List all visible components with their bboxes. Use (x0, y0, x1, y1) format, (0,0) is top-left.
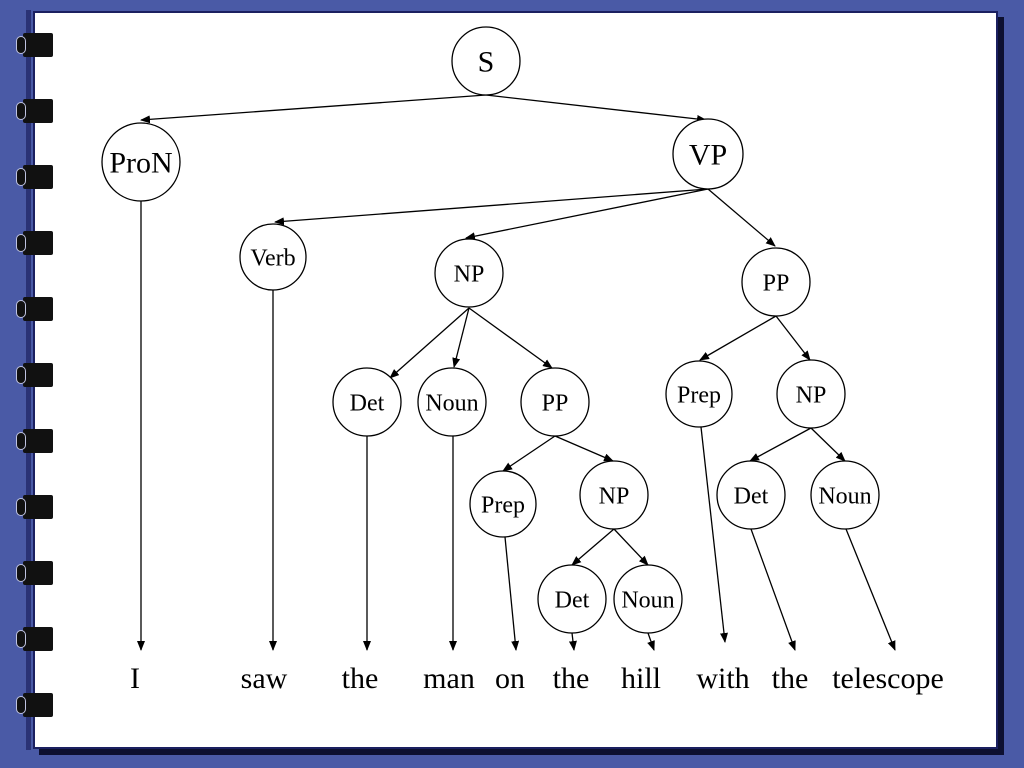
binder-ring-icon (16, 297, 54, 321)
sentence-word: the (553, 662, 590, 695)
tree-node-label: Prep (481, 492, 525, 518)
tree-node-circle (613, 564, 683, 634)
sentence-word: hill (621, 662, 661, 695)
tree-edge (699, 315, 777, 361)
tree-node-det: Det (537, 564, 607, 634)
tree-edge (554, 435, 614, 462)
tree-node-noun: Noun (613, 564, 683, 634)
tree-node-label: S (478, 46, 495, 79)
tree-node-circle (741, 247, 811, 317)
tree-node-pron: ProN (101, 122, 181, 202)
tree-node-s: S (451, 26, 521, 96)
tree-node-prep: Prep (665, 360, 733, 428)
tree-edge (810, 427, 846, 462)
tree-node-circle (579, 460, 649, 530)
tree-node-circle (434, 238, 504, 308)
tree-node-label: Prep (677, 382, 721, 408)
tree-node-circle (537, 564, 607, 634)
binder-ring-icon (16, 363, 54, 387)
binder-ring-icon (16, 165, 54, 189)
tree-node-label: Noun (621, 587, 674, 613)
tree-node-circle (417, 367, 487, 437)
tree-edge (485, 94, 707, 123)
tree-node-circle (520, 367, 590, 437)
tree-node-label: VP (689, 139, 727, 172)
tree-node-noun: Noun (417, 367, 487, 437)
tree-edge (389, 307, 470, 379)
leaf-edge (845, 528, 896, 651)
tree-edge (613, 528, 649, 566)
tree-node-label: NP (599, 483, 630, 509)
tree-node-det: Det (332, 367, 402, 437)
tree-node-circle (665, 360, 733, 428)
binder-ring-icon (16, 231, 54, 255)
tree-node-np: NP (434, 238, 504, 308)
tree-node-det: Det (716, 460, 786, 530)
binder-ring-icon (16, 33, 54, 57)
sentence-word: on (495, 662, 525, 695)
tree-node-noun: Noun (810, 460, 880, 530)
leaf-edge (504, 536, 520, 651)
binder-ring-icon (16, 627, 54, 651)
tree-node-circle (672, 118, 744, 190)
tree-edge (274, 188, 709, 226)
tree-node-label: Noun (818, 483, 871, 509)
binder-ring-icon (16, 99, 54, 123)
tree-edge (749, 427, 812, 462)
sentence-word: I (130, 662, 140, 695)
leaf-edge (568, 632, 577, 651)
tree-edge (502, 435, 556, 472)
tree-node-circle (776, 359, 846, 429)
tree-node-label: Verb (250, 245, 295, 271)
tree-node-circle (101, 122, 181, 202)
tree-node-pp: PP (741, 247, 811, 317)
tree-node-circle (332, 367, 402, 437)
leaf-edge (750, 528, 796, 651)
tree-node-np: NP (579, 460, 649, 530)
tree-edge (452, 307, 470, 368)
tree-node-pp: PP (520, 367, 590, 437)
tree-node-prep: Prep (469, 470, 537, 538)
tree-node-circle (451, 26, 521, 96)
tree-node-label: ProN (109, 147, 172, 180)
tree-edge (140, 94, 487, 124)
tree-edge (465, 188, 709, 241)
tree-node-circle (239, 223, 307, 291)
tree-node-label: NP (796, 382, 827, 408)
leaf-edge (700, 426, 728, 643)
tree-node-label: Det (350, 390, 385, 416)
tree-node-verb: Verb (239, 223, 307, 291)
tree-edge (468, 307, 553, 369)
tree-node-circle (716, 460, 786, 530)
tree-node-circle (469, 470, 537, 538)
binder-ring-icon (16, 495, 54, 519)
tree-node-vp: VP (672, 118, 744, 190)
tree-node-label: PP (763, 270, 790, 296)
sentence-word: the (342, 662, 379, 695)
sentence-word: with (696, 662, 749, 695)
sentence-word: saw (241, 662, 288, 695)
tree-edges (137, 94, 896, 651)
leaf-edge (647, 632, 655, 651)
tree-edge (707, 188, 776, 247)
tree-node-np: NP (776, 359, 846, 429)
tree-node-label: PP (542, 390, 569, 416)
binder-ring-icon (16, 561, 54, 585)
binder-ring-icon (16, 693, 54, 717)
tree-node-label: Det (734, 483, 769, 509)
binder-ring-icon (16, 429, 54, 453)
tree-edge (775, 315, 811, 361)
tree-node-label: Noun (425, 390, 478, 416)
tree-node-label: Det (555, 587, 590, 613)
tree-edge (571, 528, 615, 566)
sentence-word: telescope (832, 662, 944, 695)
tree-node-circle (810, 460, 880, 530)
sentence-word: the (772, 662, 809, 695)
sentence-word: man (423, 662, 475, 695)
tree-node-label: NP (454, 261, 485, 287)
